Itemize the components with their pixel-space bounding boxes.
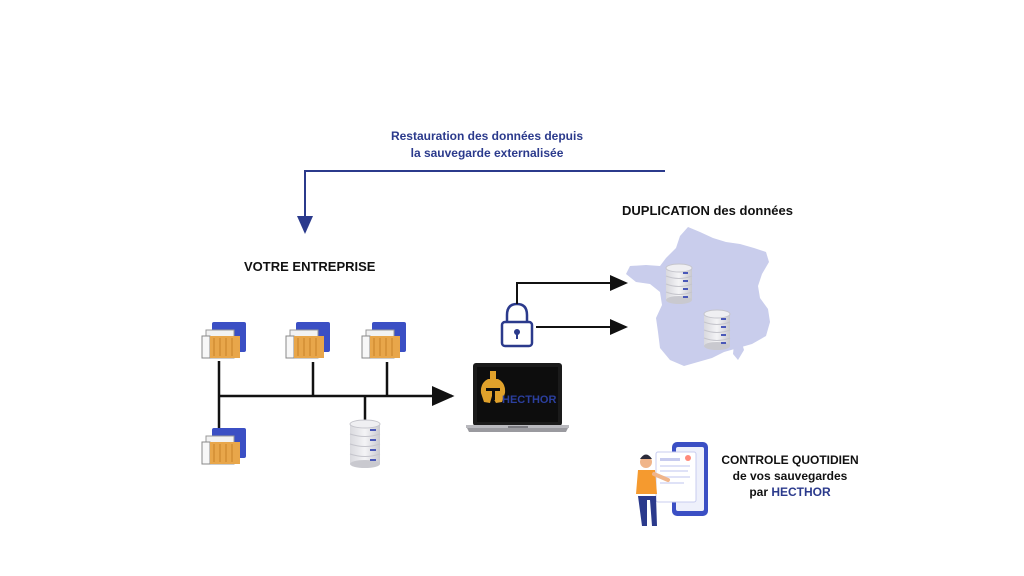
helmet-logo-icon [480,371,506,403]
network-lines [217,361,455,430]
control-block: CONTROLE QUOTIDIEN de vos sauvegardes pa… [700,452,880,500]
database-icon [665,263,693,304]
france-map-icon [626,227,770,366]
duplication-title-strong: DUPLICATION [622,203,710,218]
control-line3-prefix: par [749,485,772,499]
restore-label: Restauration des données depuis la sauve… [372,128,602,162]
padlock-icon [500,302,534,348]
database-icon [349,419,381,468]
duplication-arrows [516,275,628,335]
database-icon [703,309,731,350]
control-line3: par HECTHOR [700,484,880,500]
duplication-title: DUPLICATION des données [622,203,793,218]
laptop-icon [466,363,569,432]
duplication-title-rest: des données [709,203,793,218]
folder-icon [285,322,330,359]
control-brand: HECTHOR [771,485,831,499]
folder-icon [201,322,246,359]
folder-icon [201,428,246,465]
control-line2: de vos sauvegardes [732,469,848,483]
restore-arrow [297,170,665,234]
company-title: VOTRE ENTREPRISE [244,259,376,274]
restore-label-line1: Restauration des données depuis [390,129,584,143]
restore-label-line2: la sauvegarde externalisée [410,146,564,160]
control-line1: CONTROLE QUOTIDIEN [721,453,859,467]
folder-icon [361,322,406,359]
person-phone-icon [636,442,708,526]
